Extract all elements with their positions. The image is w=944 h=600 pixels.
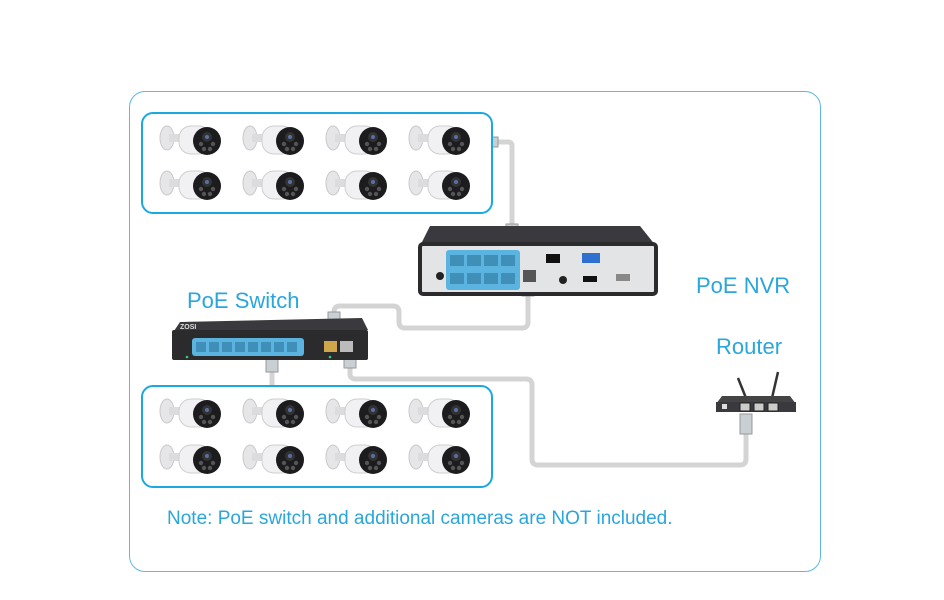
camera-icon: [400, 118, 483, 163]
camera-icon: [234, 163, 317, 208]
poe-switch-label: PoE Switch: [187, 288, 300, 313]
cable-switch-to-nvr: [331, 287, 531, 331]
note-text: Note: PoE switch and additional cameras …: [167, 508, 673, 529]
camera-icon: [317, 391, 400, 437]
cable-top-cameras-to-nvr: [489, 139, 515, 239]
camera-icon: [151, 437, 234, 483]
camera-icon: [400, 391, 483, 437]
diagram-frame: [129, 91, 821, 572]
camera-icon: [234, 118, 317, 163]
camera-icon: [151, 163, 234, 208]
camera-group-top: [141, 112, 493, 214]
camera-group-bottom: [141, 385, 493, 488]
camera-icon: [234, 437, 317, 483]
svg-text:ZOSI: ZOSI: [180, 324, 196, 331]
camera-icon: [317, 118, 400, 163]
cable-switch-to-router: [347, 362, 749, 468]
camera-icon: [400, 437, 483, 483]
camera-icon: [317, 437, 400, 483]
poe-nvr-label: PoE NVR: [696, 273, 791, 298]
camera-icon: [151, 118, 234, 163]
camera-icon: [400, 163, 483, 208]
camera-icon: [317, 163, 400, 208]
router-label: Router: [716, 334, 783, 359]
camera-icon: [234, 391, 317, 437]
camera-icon: [151, 391, 234, 437]
